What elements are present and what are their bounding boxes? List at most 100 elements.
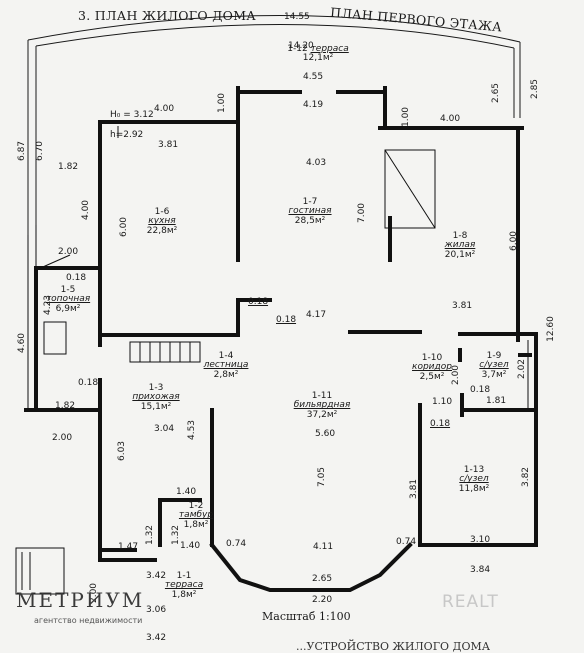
room-area: 15,1м² [140,401,172,412]
room-name: лестница [203,360,249,371]
room-number: 1-6 [154,207,170,217]
dimension-label: 6.87 [17,140,28,162]
room-name: терраса [164,580,204,591]
room-area: 6,9м² [55,303,81,314]
dimension-label: 4.60 [17,332,28,354]
dimension-label: 0.18 [430,419,451,429]
dimension-label: 1.10 [432,397,453,407]
dimension-label: 4.19 [303,100,324,110]
room-number: 1-4 [218,351,234,361]
room-name: прихожая [132,392,180,403]
room-name: коридор [412,362,452,373]
dimension-label: 5.60 [315,429,336,439]
room-name: тамбур [178,510,214,521]
room-area: 1,8м² [183,519,209,530]
dimension-label: 2.00 [451,364,462,386]
room-name: терраса [310,44,349,54]
dimension-label: 3.42 [146,571,167,581]
room-number: 1-12 терраса [287,44,349,54]
brand-subtitle: агентство недвижимости [34,616,143,625]
dimension-label: 3.42 [146,633,167,643]
dimension-label: 0.74 [226,539,247,549]
room-name: с/узел [479,360,509,371]
dimension-label: 0.18 [470,385,491,395]
dimension-label: 7.00 [357,202,368,224]
room-area: 20,1м² [444,249,476,260]
dimension-label: 6.00 [509,230,520,252]
dimension-label: 4.03 [306,158,327,168]
room-name: жилая [444,240,476,251]
room-area: 1,8м² [171,589,197,600]
room-number: 1-13 [463,465,485,475]
footer-title-fragment: ...УСТРОЙСТВО ЖИЛОГО ДОМА [296,640,491,653]
dimension-label: 6.03 [117,440,128,462]
dimension-label: 12.60 [545,316,556,342]
dimension-label: h=2.92 [110,130,144,140]
room-name: топочная [45,294,91,305]
room-number: 1-5 [60,285,76,295]
dimension-label: 0.18 [78,378,99,388]
dimension-label: 4.00 [154,104,175,114]
room-number: 1-11 [311,391,333,401]
room-area: 28,5м² [294,215,326,226]
watermark: REALT [442,592,499,612]
room-name: кухня [148,216,176,227]
dimension-label: 3.81 [452,301,473,311]
dimension-label: 0.74 [396,537,417,547]
dimension-label: 0.18 [66,273,87,283]
dimension-label: 2.85 [530,78,541,100]
plan-title-left: 3. ПЛАН ЖИЛОГО ДОМА [78,8,257,23]
brand-logo: МЕТРИУМ [16,588,145,612]
dimension-label: 6.00 [119,216,130,238]
room-area: 37,2м² [306,409,338,420]
dimension-label: 0.18 [248,297,269,307]
dimension-label: 1.00 [217,92,228,114]
dimension-label: 2.65 [312,574,333,584]
dimension-label: 3.81 [158,140,179,150]
dimension-label: 1.82 [58,162,79,172]
terrace-arc-inner [35,24,515,49]
dimension-label: 4.17 [306,310,327,320]
dimension-label: 4.23 [43,294,54,316]
dimension-label: 2.00 [58,247,79,257]
dimension-label: 0.18 [276,315,297,325]
dimension-label: 3.10 [470,535,491,545]
dimension-label: 2.00 [52,433,73,443]
dimension-label: 4.53 [187,419,198,441]
room-number: 1-2 [188,501,204,511]
room-area: 12,1м² [302,53,334,64]
dimension-label: 1.47 [118,542,139,552]
dimension-label: 2.65 [491,82,502,104]
dimension-label: 3.04 [154,424,175,434]
scale-label: Масштаб 1:100 [262,610,351,623]
room-number: 1-3 [148,383,164,393]
dimension-label: 1.40 [176,487,197,497]
dimension-label: 1.00 [401,106,412,128]
room-name: с/узел [459,474,489,485]
room-area: 2,8м² [213,369,239,380]
room-area: 22,8м² [146,225,178,236]
dimension-label: 14.55 [284,12,310,22]
dimension-label: 3.84 [470,565,491,575]
dimension-label: 7.05 [317,466,328,488]
terrace-arc-outer [27,15,521,43]
room-number: 1-10 [421,353,443,363]
room-area: 3,7м² [481,369,507,380]
room-name: бильярдная [293,400,351,411]
dimension-label: 2.20 [312,595,333,605]
dimension-label: 1.40 [180,541,201,551]
dimension-label: 3.82 [521,466,532,488]
room-name: гостиная [288,206,332,217]
